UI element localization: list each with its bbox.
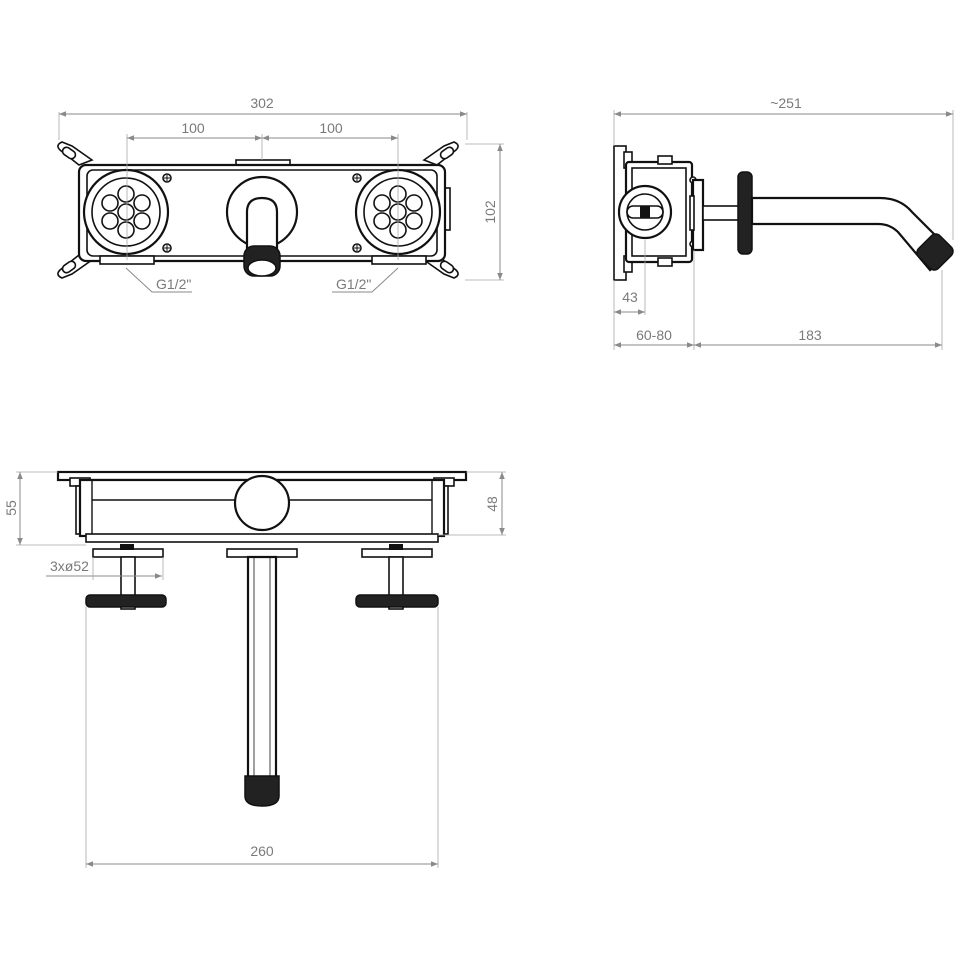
front-view: 302 100 100 102 G1/2" G1/2" xyxy=(57,95,504,293)
side-view: ~251 43 60-80 183 xyxy=(613,95,954,350)
side-handle-knob xyxy=(737,171,753,255)
handle-knob-right xyxy=(355,594,439,608)
escutcheon-center xyxy=(226,548,298,558)
dim-overall-depth: ~251 xyxy=(770,95,802,111)
dim-depth-inner: 48 xyxy=(484,496,500,512)
spout-side xyxy=(750,196,952,272)
dim-spacing-right: 100 xyxy=(319,120,343,136)
thread-label-left: G1/2" xyxy=(156,276,191,292)
screw-icon xyxy=(162,243,172,253)
escutcheon-right xyxy=(361,548,433,558)
top-view: 55 48 3xø52 260 xyxy=(3,470,506,868)
handle-knob-left xyxy=(85,594,167,608)
thread-label-right: G1/2" xyxy=(336,276,371,292)
mounting-ear-top-right xyxy=(422,141,459,166)
mounting-ear-top-left xyxy=(57,141,94,166)
spout-front xyxy=(225,175,299,277)
dim-spacing-left: 100 xyxy=(181,120,205,136)
leader-thread-right xyxy=(332,267,399,293)
dim-handle-span: 260 xyxy=(250,843,274,859)
spout-aerator xyxy=(916,233,954,271)
dim-spout-projection: 183 xyxy=(798,327,822,343)
dim-wall-depth: 60-80 xyxy=(636,327,672,343)
screw-icon xyxy=(352,243,362,253)
leader-thread-left xyxy=(125,267,192,293)
escutcheon-left xyxy=(92,548,164,558)
dim-height: 102 xyxy=(482,200,498,224)
bottom-lug-right xyxy=(371,255,427,265)
dim-overall-width: 302 xyxy=(250,95,274,111)
screw-icon xyxy=(352,173,362,183)
top-spout-port xyxy=(233,474,291,532)
screw-icon xyxy=(162,173,172,183)
valve-cartridge-left xyxy=(82,168,170,256)
dim-knob-diameter: 3xø52 xyxy=(50,558,89,574)
spout-top-aerator xyxy=(244,775,280,807)
dim-offset: 43 xyxy=(622,289,638,305)
dim-depth-outer: 55 xyxy=(3,500,19,516)
spout-top xyxy=(246,555,278,781)
